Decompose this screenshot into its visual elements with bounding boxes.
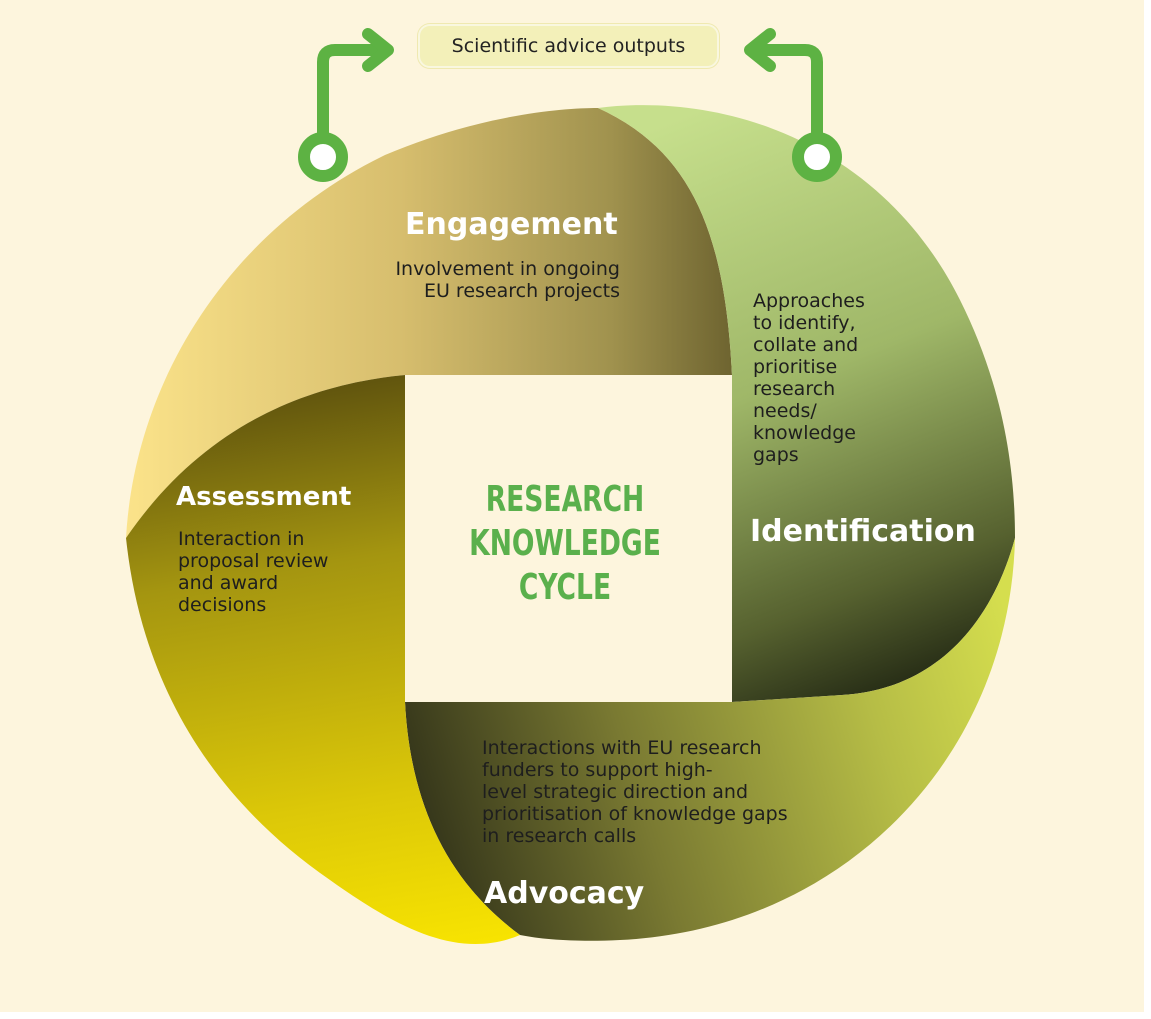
center-title-line: RESEARCH — [485, 479, 645, 520]
outputs-label: Scientific advice outputs — [418, 24, 719, 68]
right-output-node — [792, 132, 842, 182]
assessment-heading: Assessment — [176, 482, 352, 512]
engagement-heading: Engagement — [405, 207, 618, 242]
engagement-segment — [126, 108, 732, 538]
identification-description: Approaches to identify, collate and prio… — [753, 290, 953, 466]
advocacy-heading: Advocacy — [484, 876, 645, 911]
description-line: collate and — [753, 334, 859, 356]
description-line: prioritisation of knowledge gaps — [482, 803, 788, 825]
description-line: proposal review — [178, 550, 329, 572]
description-line: research — [753, 378, 836, 400]
description-line: needs/ — [753, 400, 817, 422]
description-line: Approaches — [753, 290, 865, 312]
center-title-line: CYCLE — [518, 567, 612, 608]
advocacy-description: Interactions with EU research funders to… — [482, 737, 822, 847]
description-line: to identify, — [753, 312, 856, 334]
description-line: knowledge — [753, 422, 856, 444]
description-line: in research calls — [482, 825, 637, 847]
left-output-arrow — [317, 28, 394, 144]
description-line: Interaction in — [178, 528, 305, 550]
identification-segment — [598, 105, 1015, 703]
assessment-segment — [126, 375, 520, 944]
description-line: prioritise — [753, 356, 838, 378]
left-output-node — [298, 132, 348, 182]
engagement-description: Involvement in ongoing EU research proje… — [352, 258, 620, 302]
description-line: EU research projects — [423, 280, 620, 302]
description-line: Interactions with EU research — [482, 737, 762, 759]
description-line: and award — [178, 572, 279, 594]
description-line: gaps — [753, 444, 799, 466]
center-title: RESEARCH KNOWLEDGE CYCLE — [454, 478, 675, 610]
advocacy-segment — [405, 538, 1015, 941]
right-output-arrow — [744, 28, 823, 144]
identification-heading: Identification — [750, 514, 976, 549]
description-line: decisions — [178, 594, 267, 616]
center-title-line: KNOWLEDGE — [469, 523, 661, 564]
description-line: Involvement in ongoing — [395, 258, 620, 280]
assessment-description: Interaction in proposal review and award… — [178, 528, 378, 616]
description-line: level strategic direction and — [482, 781, 749, 803]
description-line: funders to support high- — [482, 759, 713, 781]
